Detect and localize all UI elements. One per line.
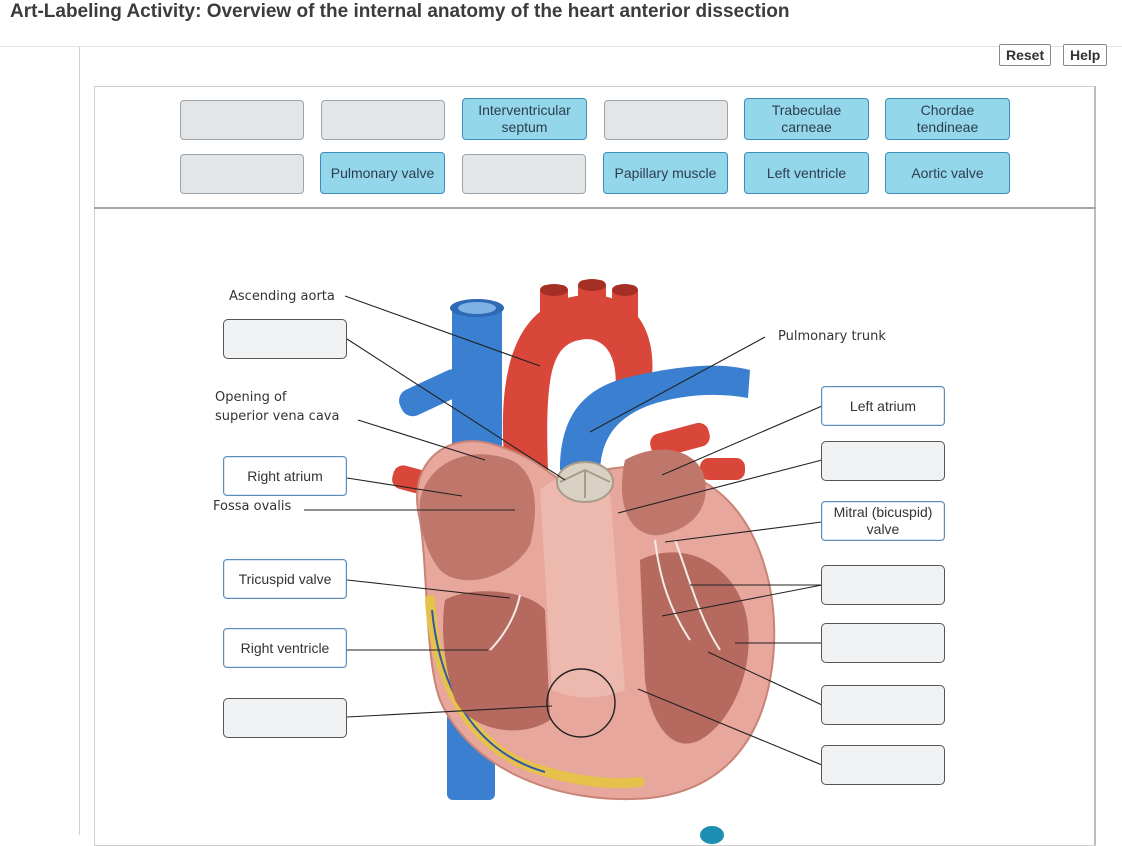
placed-label-right-ventricle[interactable]: Right ventricle: [223, 628, 347, 668]
superior-vena-cava: [452, 305, 502, 465]
drop-target-right-7[interactable]: [821, 745, 945, 785]
right-atrium-chamber: [419, 454, 535, 581]
drop-target-right-6[interactable]: [821, 685, 945, 725]
fixed-label-fossa-ovalis: Fossa ovalis: [213, 499, 292, 514]
drop-target-left-1[interactable]: [223, 319, 347, 359]
left-ventricle-chamber: [640, 552, 749, 744]
placed-label-right-atrium[interactable]: Right atrium: [223, 456, 347, 496]
right-ventricle-chamber: [443, 591, 550, 731]
leader-lines: [304, 295, 823, 766]
label-chip-aortic-valve[interactable]: Aortic valve: [885, 152, 1010, 194]
bank-empty-slot: [321, 100, 445, 140]
bank-empty-slot: [462, 154, 586, 194]
label-chip-chordae-tendineae[interactable]: Chordae tendineae: [885, 98, 1010, 140]
placed-label-tricuspid-valve[interactable]: Tricuspid valve: [223, 559, 347, 599]
bank-empty-slot: [604, 100, 728, 140]
drop-target-right-2[interactable]: [821, 441, 945, 481]
label-chip-pulmonary-valve[interactable]: Pulmonary valve: [320, 152, 445, 194]
bank-empty-slot: [180, 154, 304, 194]
help-button[interactable]: Help: [1063, 44, 1108, 66]
drop-target-right-4[interactable]: [821, 565, 945, 605]
bank-empty-slot: [180, 100, 304, 140]
fixed-label-opening-svc-line1: Opening of: [215, 390, 287, 405]
drop-target-left-5[interactable]: [223, 698, 347, 738]
left-margin-rule: [79, 47, 80, 835]
submit-indicator: [700, 826, 724, 844]
placed-label-mitral-valve[interactable]: Mitral (bicuspid) valve: [821, 501, 945, 541]
fixed-label-pulmonary-trunk: Pulmonary trunk: [778, 329, 886, 344]
fixed-label-ascending-aorta: Ascending aorta: [229, 289, 335, 304]
page-title: Art-Labeling Activity: Overview of the i…: [10, 1, 790, 22]
label-chip-interventricular-septum[interactable]: Interventricular septum: [462, 98, 587, 140]
label-chip-papillary-muscle[interactable]: Papillary muscle: [603, 152, 728, 194]
pulmonary-trunk: [560, 365, 750, 475]
label-chip-left-ventricle[interactable]: Left ventricle: [744, 152, 869, 194]
left-atrium-chamber: [621, 449, 706, 536]
aortic-arch: [502, 294, 653, 470]
label-chip-trabeculae-carneae[interactable]: Trabeculae carneae: [744, 98, 869, 140]
bank-divider: [94, 207, 1096, 209]
fixed-label-opening-svc-line2: superior vena cava: [215, 409, 340, 424]
title-divider: [0, 46, 1122, 47]
reset-button[interactable]: Reset: [999, 44, 1052, 66]
placed-label-left-atrium[interactable]: Left atrium: [821, 386, 945, 426]
magnifier-circle-icon: [546, 668, 616, 738]
drop-target-right-5[interactable]: [821, 623, 945, 663]
